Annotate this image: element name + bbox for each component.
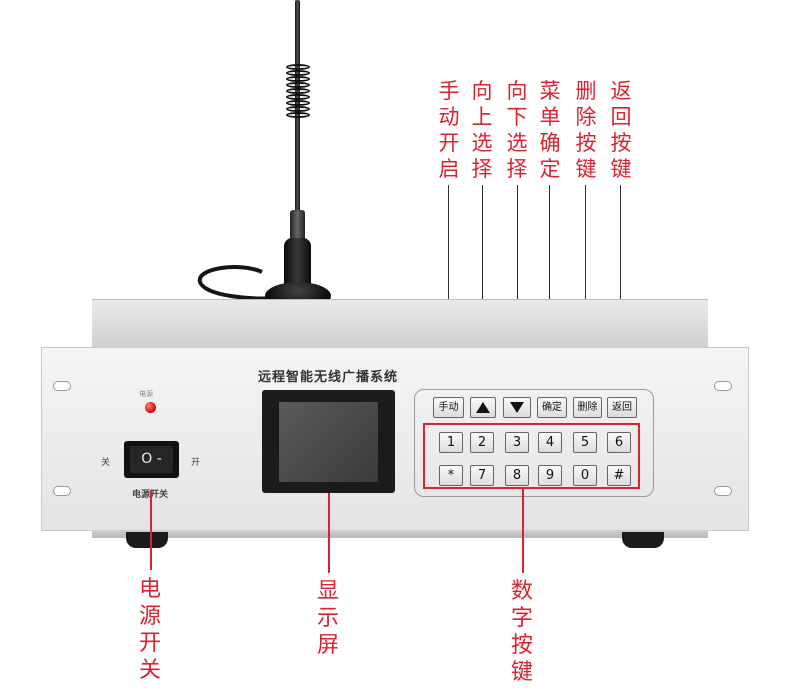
rack-ear-hole [53, 486, 71, 496]
hash-key[interactable]: # [607, 465, 631, 486]
number-keys-highlight [423, 423, 640, 489]
number-key-3[interactable]: 3 [505, 432, 529, 453]
callout-menu-confirm: 菜单确定 [539, 79, 561, 181]
switch-symbol: O - [130, 446, 173, 473]
triangle-down-icon [510, 402, 524, 413]
number-key-1[interactable]: 1 [439, 432, 463, 453]
rack-ear-hole [53, 381, 71, 391]
leader-line-power [150, 490, 152, 570]
number-key-4[interactable]: 4 [538, 432, 562, 453]
leader-line-display [328, 493, 330, 573]
lcd-display-screen [279, 402, 378, 482]
chassis-foot [622, 532, 664, 548]
callout-select-down: 向下选择 [506, 79, 528, 181]
chassis-foot [126, 532, 168, 548]
up-key[interactable] [470, 397, 496, 418]
number-key-5[interactable]: 5 [573, 432, 597, 453]
leader-line-confirm [549, 185, 550, 397]
switch-on-label: 开 [191, 458, 201, 468]
rack-ear-hole [714, 486, 732, 496]
return-key[interactable]: 返回 [607, 397, 637, 418]
power-led-label: 电源 [139, 390, 153, 398]
callout-delete-key: 删除按键 [575, 79, 597, 181]
manual-key[interactable]: 手动 [433, 397, 464, 418]
delete-key[interactable]: 删除 [573, 397, 602, 418]
antenna-coil [286, 106, 310, 112]
star-key[interactable]: * [439, 465, 463, 486]
antenna-coil [286, 82, 310, 88]
number-key-2[interactable]: 2 [470, 432, 494, 453]
callout-select-up: 向上选择 [471, 79, 493, 181]
antenna-coil [286, 112, 310, 118]
lcd-display-bezel [262, 390, 395, 493]
leader-line-manual [448, 185, 449, 397]
number-key-0[interactable]: 0 [573, 465, 597, 486]
number-key-6[interactable]: 6 [607, 432, 631, 453]
leader-line-up [482, 185, 483, 397]
antenna-collar [290, 210, 305, 242]
chassis-bottom [92, 530, 708, 538]
antenna-base-neck [284, 238, 311, 286]
antenna-coil [286, 70, 310, 76]
antenna-coil [286, 76, 310, 82]
leader-line-number-keys [522, 489, 524, 573]
chassis-top [92, 299, 708, 348]
antenna-coil [286, 100, 310, 106]
keypad-panel [414, 389, 654, 497]
antenna-coil [286, 94, 310, 100]
power-rocker-switch[interactable]: O - [124, 441, 179, 478]
callout-return-key: 返回按键 [610, 79, 632, 181]
rack-ear-hole [714, 381, 732, 391]
confirm-key[interactable]: 确定 [537, 397, 567, 418]
down-key[interactable] [503, 397, 531, 418]
callout-display: 显示屏 [316, 579, 339, 658]
number-key-9[interactable]: 9 [538, 465, 562, 486]
leader-line-down [517, 185, 518, 397]
callout-number-keys: 数字按键 [510, 579, 533, 685]
number-key-7[interactable]: 7 [470, 465, 494, 486]
antenna-coil [286, 88, 310, 94]
leader-line-delete [585, 185, 586, 397]
antenna-coil [286, 64, 310, 70]
callout-manual-start: 手动开启 [438, 79, 460, 181]
switch-off-label: 关 [101, 458, 111, 468]
number-key-8[interactable]: 8 [505, 465, 529, 486]
chassis-front-panel [41, 347, 749, 531]
callout-power-switch: 电源开关 [138, 577, 161, 683]
leader-line-return [620, 185, 621, 397]
power-led-indicator [145, 402, 156, 413]
triangle-up-icon [476, 402, 490, 413]
brand-title: 远程智能无线广播系统 [258, 370, 399, 385]
